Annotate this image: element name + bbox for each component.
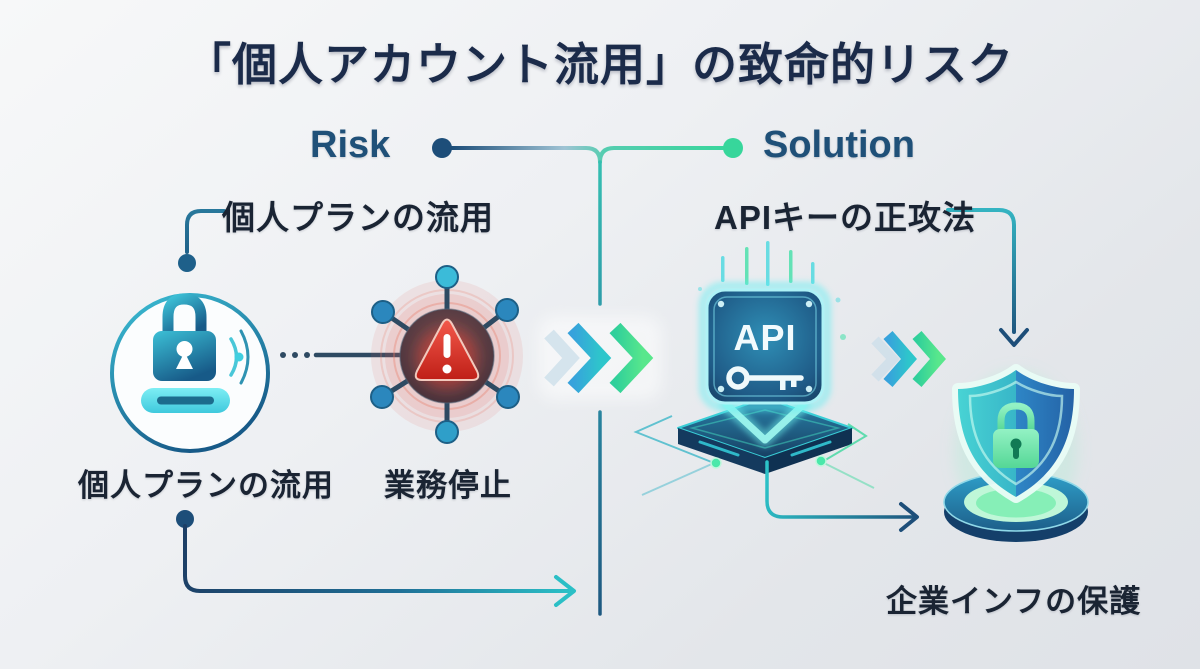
hub-node-icons [370,265,520,444]
enterprise-protection-shield-icon [943,364,1089,542]
risk-endpoint-dot [432,138,452,158]
solution-section-heading: Solution [763,124,915,166]
top-left-callout-line [178,209,226,272]
risk-top-callout-label: 個人プランの流用 [222,199,494,236]
business-stop-alert-icon [370,265,523,444]
risk-impact-label: 業務停止 [384,468,512,503]
light-rays [698,241,846,340]
solution-top-callout-label: APIキーの正攻法 [714,199,977,236]
page-title: 「個人アカウント流用」の致命的リスク [185,39,1014,90]
shield-lock-icon [993,402,1039,468]
risk-section-heading: Risk [310,124,391,166]
bottom-left-arrow [176,510,576,607]
api-chip-label: API [733,317,796,358]
circuit-traces [633,415,875,496]
api-to-shield-arrow [765,460,919,532]
risk-bottom-label: 個人プランの流用 [78,468,334,503]
api-key-chip-icon: API [633,241,875,496]
double-chevron-arrow-small-icon [871,331,946,387]
top-right-callout-arrow [946,208,1029,347]
risk-solution-connector [432,138,743,164]
double-chevron-arrow-icon [538,316,662,400]
solution-bottom-label: 企業インフの保護 [886,584,1142,619]
personal-account-lock-icon [110,293,270,453]
solution-endpoint-dot [723,138,743,158]
key-icon [726,366,804,390]
